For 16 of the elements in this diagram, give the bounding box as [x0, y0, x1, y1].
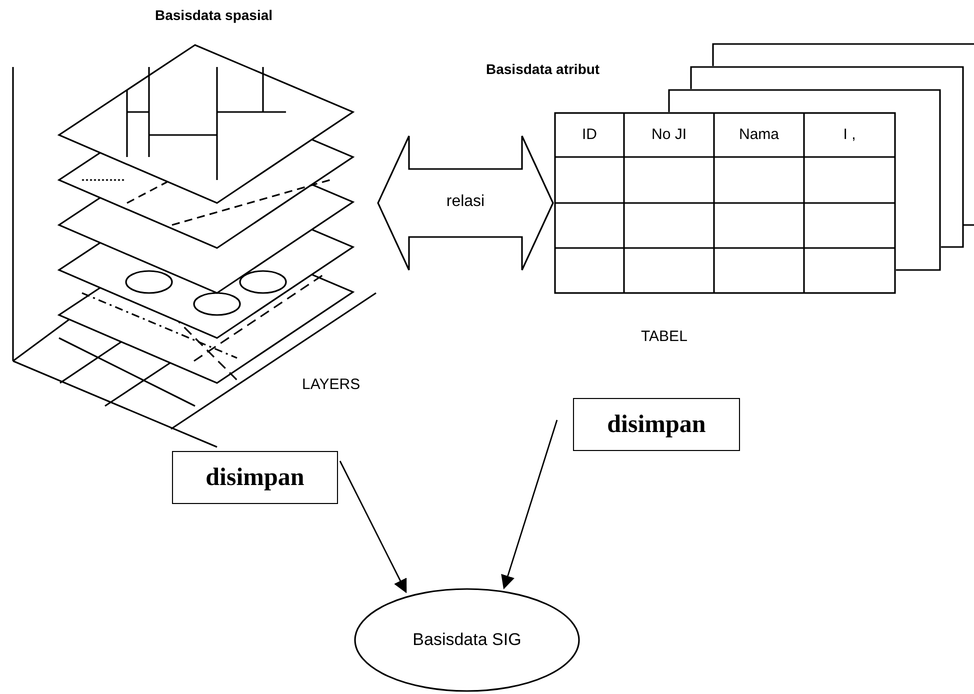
layer-caption: LAYERS [302, 376, 360, 393]
text-box: disimpan [573, 398, 740, 451]
column-header: I , [842, 125, 857, 145]
table-stack-drawing [555, 44, 974, 294]
heading: Basisdata spasial [155, 7, 273, 23]
column-header: Nama [738, 125, 780, 145]
column-header: ID [581, 125, 598, 145]
column-header: No JI [650, 125, 688, 145]
table-caption: TABEL [641, 328, 688, 345]
arrow [501, 420, 558, 590]
node-label: Basisdata SIG [412, 630, 522, 650]
edge-label: relasi [445, 193, 486, 211]
text-box: disimpan [172, 451, 338, 504]
arrow [339, 460, 407, 594]
double-block-arrow [377, 135, 554, 271]
heading: Basisdata atribut [486, 61, 600, 77]
